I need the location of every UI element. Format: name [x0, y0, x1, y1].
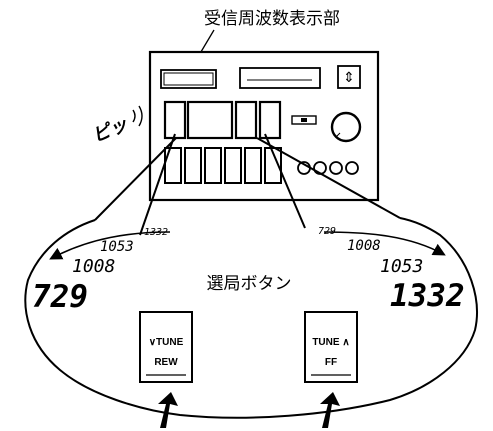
- round-button-4: [345, 161, 359, 175]
- volume-knob-mark: [335, 132, 341, 138]
- rew-label: REW: [154, 357, 178, 368]
- freq-1008-right: 1008: [347, 238, 381, 254]
- freq-1053: 1053: [100, 239, 134, 255]
- press-arrow-left-icon: [158, 392, 178, 428]
- tune-up-button[interactable]: TUNE ∧ FF: [304, 311, 358, 383]
- lower-button-5: [244, 147, 262, 184]
- freq-729: 729: [32, 279, 88, 315]
- preset-button-2: [186, 100, 234, 140]
- press-arrow-right-icon: [320, 392, 340, 428]
- tape-indicator-dot: [301, 118, 307, 122]
- tuning-buttons-label: 選局ボタン: [207, 274, 292, 294]
- sound-wave-2: [138, 105, 143, 127]
- tune-down-button[interactable]: ∨TUNE REW: [139, 311, 193, 383]
- car-radio-unit: ⇕: [148, 50, 380, 202]
- preset-button-1: [163, 100, 187, 140]
- ff-label: FF: [325, 357, 337, 368]
- zoom-callout-outline: [24, 133, 478, 419]
- eject-button: [337, 65, 361, 89]
- preset-button-4: [258, 100, 282, 140]
- cassette-slot: [239, 67, 321, 89]
- freq-1332: 1332: [144, 227, 168, 238]
- lower-button-3: [204, 147, 222, 184]
- display-inner: [163, 72, 214, 86]
- lower-button-2: [184, 147, 202, 184]
- tune-down-label: ∨TUNE: [149, 337, 184, 348]
- preset-button-3: [234, 100, 258, 140]
- up-arrow-curve: [323, 231, 446, 256]
- freq-729-right: 729: [318, 226, 336, 237]
- up-sequence: 729 1008 1053 1332: [318, 226, 465, 314]
- freq-1053-right: 1053: [380, 256, 423, 277]
- eject-icon: ⇕: [343, 70, 355, 86]
- tune-up-label: TUNE ∧: [312, 337, 349, 348]
- beep-text: ピッ: [90, 114, 132, 147]
- freq-1332-right: 1332: [390, 278, 465, 314]
- down-sequence: 729 1008 1053 1332: [32, 227, 171, 315]
- freq-1008: 1008: [72, 256, 115, 277]
- display-section-label: 受信周波数表示部: [204, 9, 340, 29]
- frequency-display: [160, 69, 217, 89]
- tune-down-button-body: [139, 311, 193, 383]
- tune-up-button-body: [304, 311, 358, 383]
- lower-button-4: [224, 147, 242, 184]
- sound-wave-1: [132, 109, 136, 123]
- round-button-3: [329, 161, 343, 175]
- beep-indicator: ピッ: [90, 105, 143, 147]
- down-arrow-curve: [49, 231, 171, 260]
